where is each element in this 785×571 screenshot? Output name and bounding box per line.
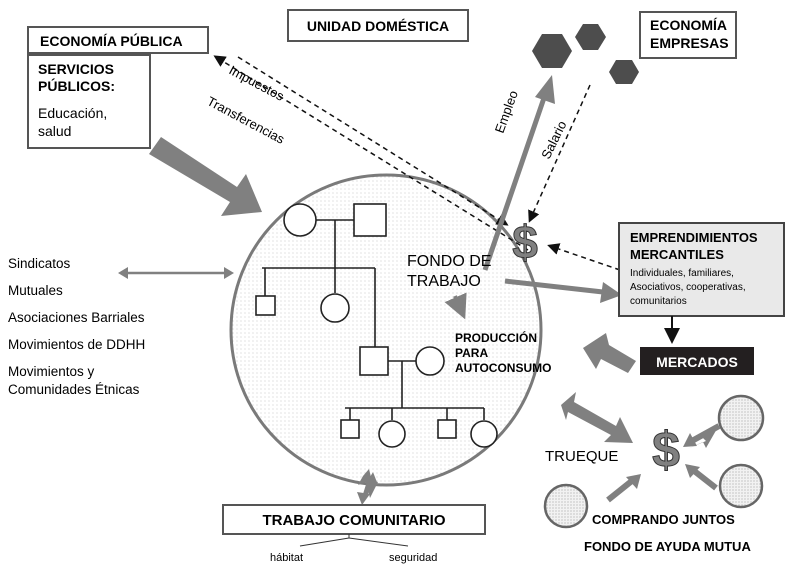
empleo-arrow bbox=[482, 94, 548, 271]
mercados-box bbox=[640, 347, 754, 375]
economia-empresas-line2: EMPRESAS bbox=[650, 35, 729, 51]
habitat-label: hábitat bbox=[270, 552, 303, 564]
fondo-line2: TRABAJO bbox=[407, 273, 481, 290]
economia-empresas-box bbox=[639, 11, 737, 59]
empresa-hexagon-2 bbox=[575, 24, 606, 50]
trabajo-comunitario-label: TRABAJO COMUNITARIO bbox=[262, 512, 445, 529]
comprando-juntos-label: COMPRANDO JUNTOS bbox=[592, 512, 735, 527]
arrow-right-head bbox=[685, 464, 700, 478]
economia-empresas-line1: ECONOMÍA bbox=[650, 17, 727, 33]
transferencias-arrow bbox=[237, 56, 509, 226]
salario-label: Salario bbox=[538, 118, 569, 161]
servicios-to-household-arrow bbox=[149, 137, 262, 216]
impuestos-arrow bbox=[213, 55, 529, 251]
produccion-line1: PRODUCCIÓN bbox=[455, 330, 537, 345]
fondo-ayuda-label: FONDO DE AYUDA MUTUA bbox=[584, 539, 751, 554]
org-movimientos: Movimientos y bbox=[8, 364, 95, 379]
trabajo-comunitario-box bbox=[222, 504, 486, 535]
fondo-to-emprendimientos-arrow bbox=[504, 278, 604, 295]
comunitario-branch-right bbox=[348, 537, 409, 547]
mutual-dollar-icon: $ bbox=[652, 422, 680, 478]
salario-arrow bbox=[528, 84, 591, 223]
trueque-label: TRUEQUE bbox=[545, 448, 618, 465]
economia-publica-label: ECONOMÍA PÚBLICA bbox=[40, 32, 183, 49]
arrow-left-head bbox=[626, 474, 641, 489]
empresa-hexagon-3 bbox=[609, 60, 639, 84]
seguridad-label: seguridad bbox=[389, 552, 437, 564]
servicios-publicos-box bbox=[27, 54, 151, 149]
servicios-body-1: Educación, bbox=[38, 105, 107, 121]
fondo-to-emprendimientos-arrowhead bbox=[600, 282, 622, 303]
mercados-to-household-arrow bbox=[583, 333, 636, 373]
economia-publica-box bbox=[27, 26, 209, 54]
empleo-label: Empleo bbox=[492, 88, 521, 135]
arrow-left-line bbox=[606, 477, 635, 503]
servicios-title-1: SERVICIOS bbox=[38, 61, 114, 77]
org-mutuales: Mutuales bbox=[8, 283, 63, 298]
arrow-top-head bbox=[683, 433, 697, 447]
kinship-diagram bbox=[255, 203, 498, 448]
arrow-top-line bbox=[688, 423, 721, 445]
org-asociaciones: Asociaciones Barriales bbox=[8, 310, 145, 325]
comunitario-head-top bbox=[366, 472, 378, 485]
group-circle-left bbox=[543, 483, 589, 529]
comunitario-head-bottom bbox=[357, 492, 370, 505]
comunitario-branch-left bbox=[299, 537, 350, 547]
empleo-arrowhead bbox=[535, 75, 555, 104]
trueque-double-arrow bbox=[561, 392, 633, 443]
org-sindicatos: Sindicatos bbox=[8, 256, 71, 271]
group-circle-top bbox=[717, 394, 765, 442]
unidad-domestica-label: UNIDAD DOMÉSTICA bbox=[307, 18, 449, 34]
org-arrowhead-left bbox=[118, 267, 128, 279]
emprendimientos-box bbox=[618, 222, 785, 317]
unidad-domestica-box bbox=[287, 9, 469, 42]
emprendimientos-body1: Individuales, familiares, bbox=[630, 268, 734, 279]
emprendimientos-title1: EMPRENDIMIENTOS bbox=[630, 230, 758, 245]
emprendimientos-body2: Asociativos, cooperativas, bbox=[630, 282, 746, 293]
org-comunidades: Comunidades Étnicas bbox=[8, 382, 140, 397]
emprendimientos-body3: comunitarios bbox=[630, 296, 687, 307]
empresa-hexagon-1 bbox=[532, 34, 572, 68]
emprendimientos-title2: MERCANTILES bbox=[630, 247, 724, 262]
produccion-line2: PARA bbox=[455, 346, 488, 360]
fondo-line1: FONDO DE bbox=[407, 253, 491, 270]
emprendimientos-to-dollar-arrow bbox=[547, 243, 621, 271]
fondo-to-produccion-arrow bbox=[444, 292, 467, 320]
produccion-line3: AUTOCONSUMO bbox=[455, 361, 551, 375]
dollar-icon: $ bbox=[512, 216, 538, 268]
org-ddhh: Movimientos de DDHH bbox=[8, 337, 145, 352]
arrow-right-line bbox=[691, 467, 718, 491]
servicios-title-2: PÚBLICOS: bbox=[38, 77, 115, 94]
org-arrowhead-right bbox=[224, 267, 234, 279]
mercados-label: MERCADOS bbox=[656, 354, 738, 370]
group-circle-right bbox=[718, 463, 764, 509]
servicios-body-2: salud bbox=[38, 123, 71, 139]
